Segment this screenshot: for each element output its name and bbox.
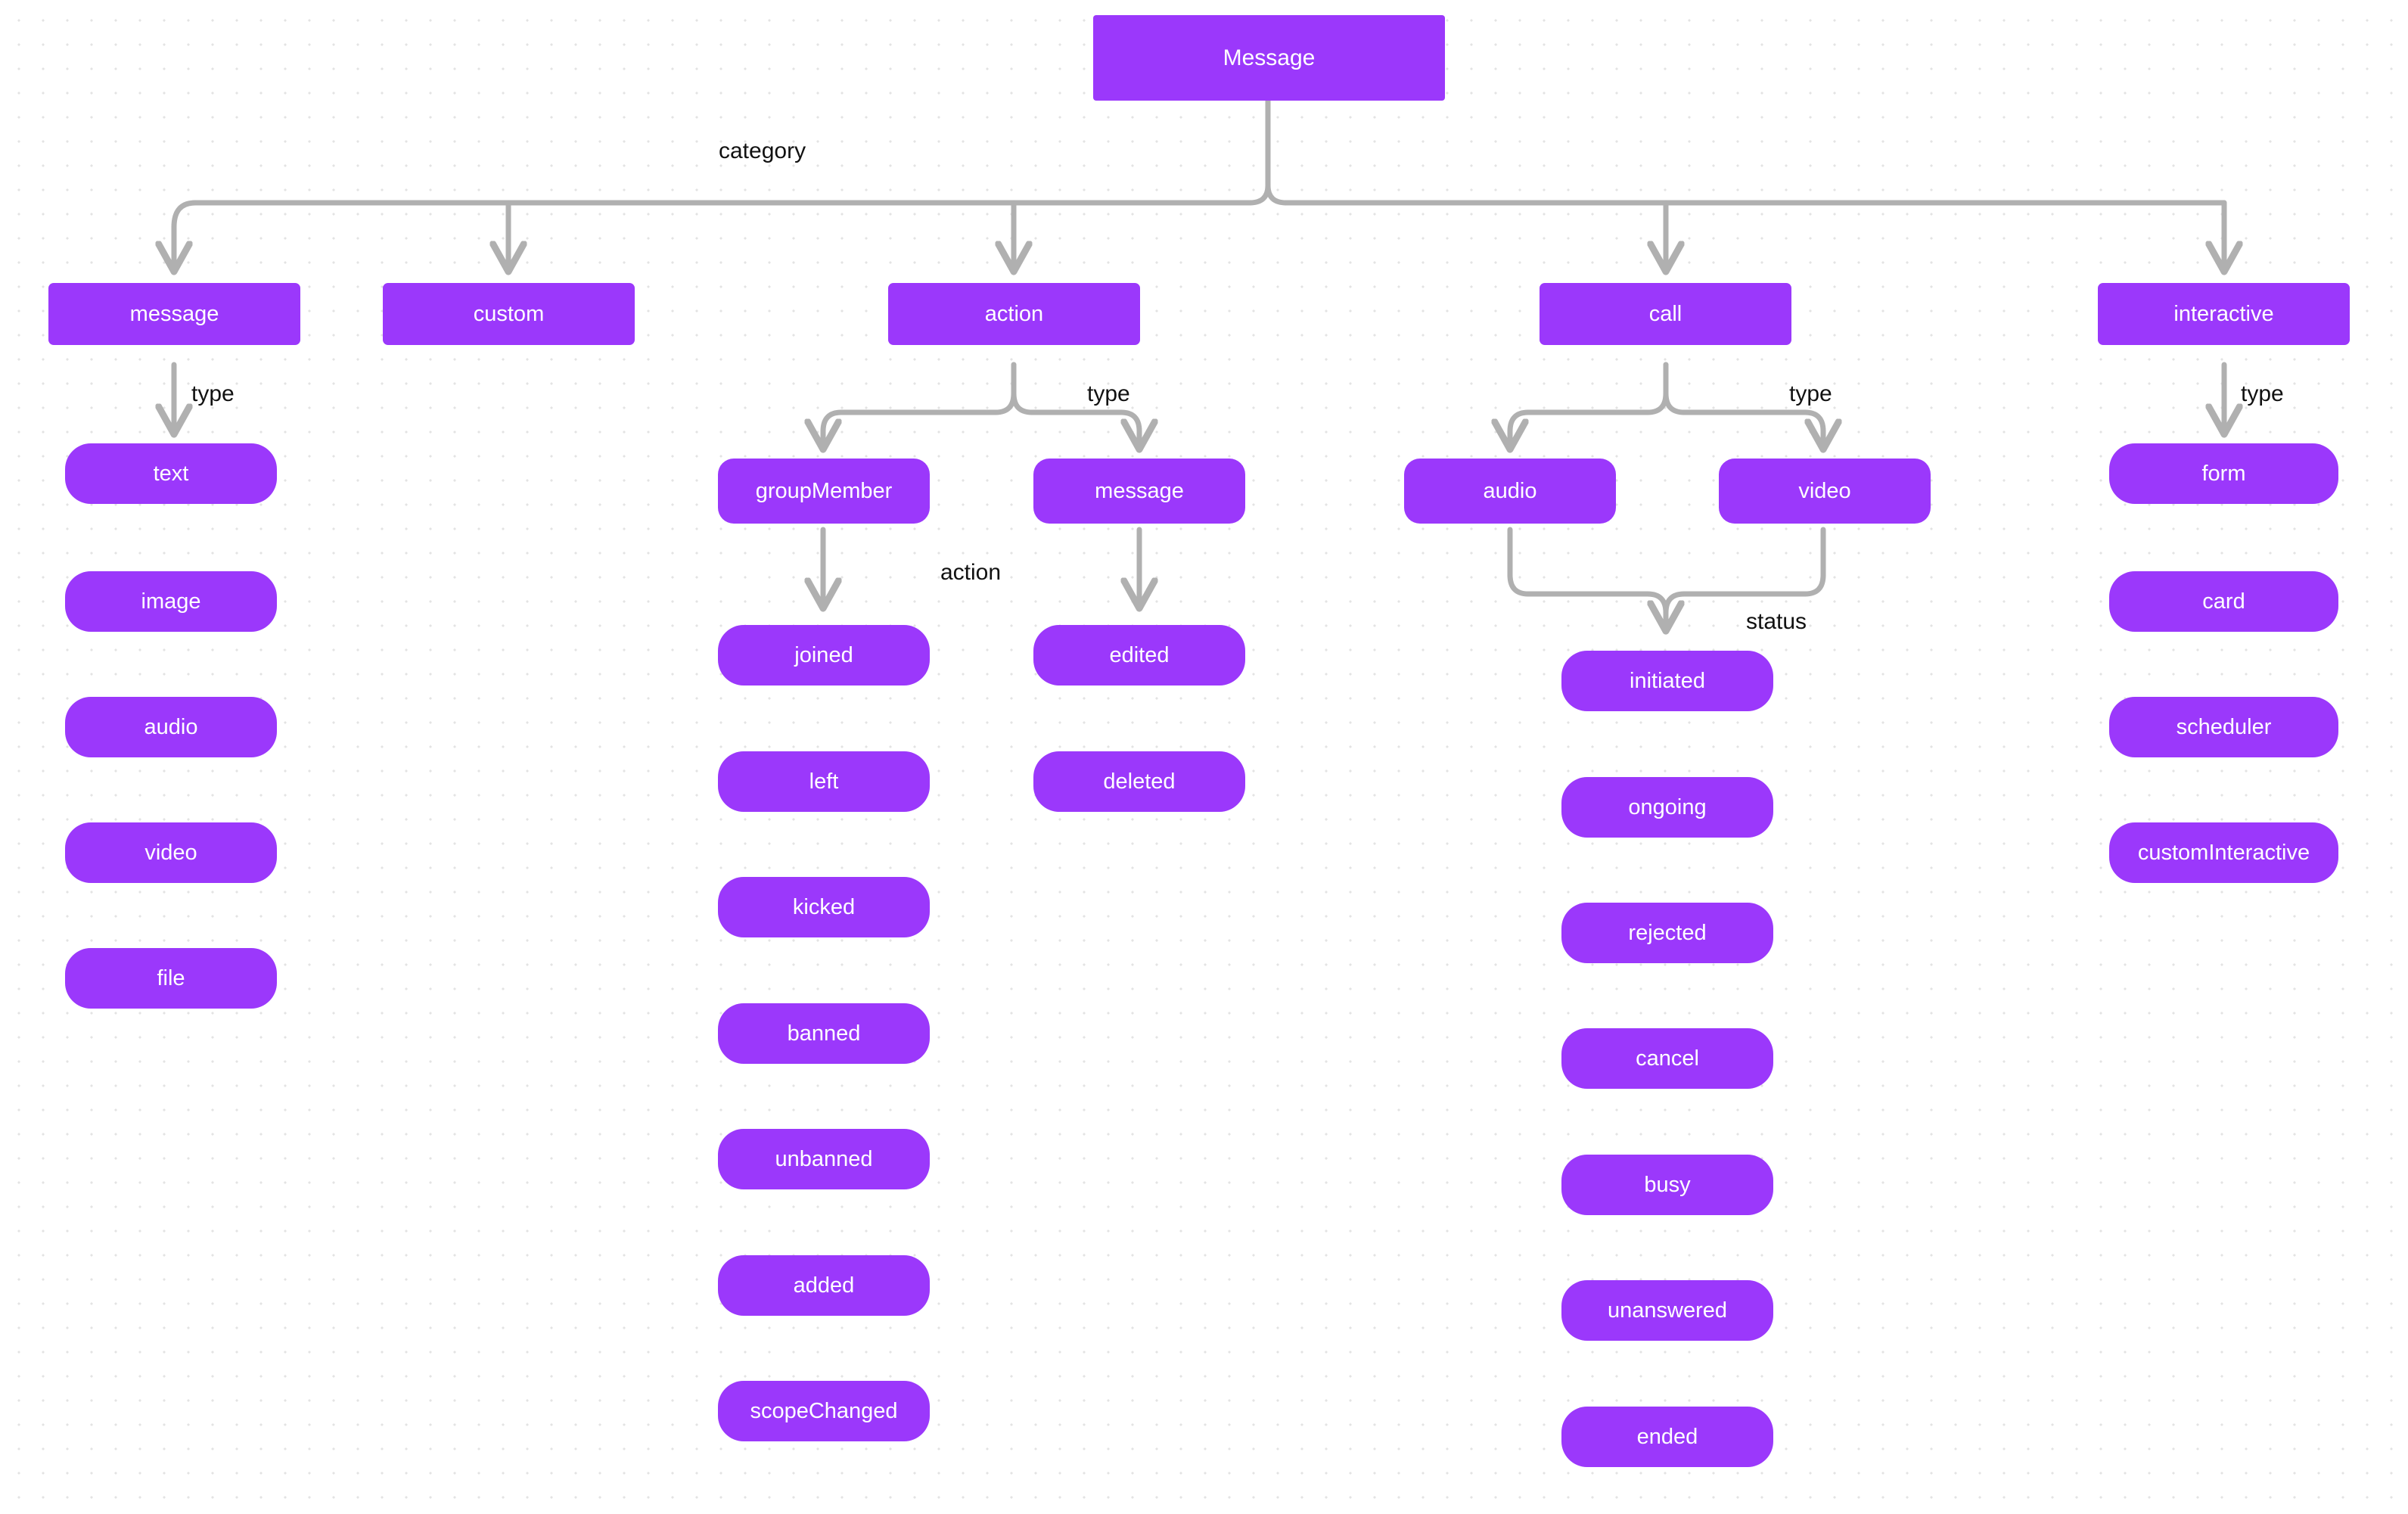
node-label: interactive <box>2173 301 2274 326</box>
node-action-type-groupmember[interactable]: groupMember <box>718 459 930 524</box>
node-label: message <box>129 301 219 326</box>
node-label: form <box>2201 461 2246 486</box>
node-call-status-busy[interactable]: busy <box>1561 1155 1773 1215</box>
node-call-status-rejected[interactable]: rejected <box>1561 903 1773 963</box>
node-label: image <box>141 589 201 614</box>
node-call-status-unanswered[interactable]: unanswered <box>1561 1280 1773 1341</box>
node-label: video <box>144 840 197 865</box>
edge-label-type-call: type <box>1789 381 1832 406</box>
node-label: call <box>1648 301 1682 326</box>
node-label: unbanned <box>775 1146 873 1171</box>
node-label: rejected <box>1628 920 1707 945</box>
node-label: groupMember <box>755 478 893 503</box>
node-label: left <box>809 769 839 794</box>
node-interactive-type-custominteractive[interactable]: customInteractive <box>2109 822 2338 883</box>
node-interactive-type-form[interactable]: form <box>2109 443 2338 504</box>
node-message-type-text[interactable]: text <box>65 443 277 504</box>
node-label: initiated <box>1630 668 1705 693</box>
node-label: scheduler <box>2176 714 2272 739</box>
node-label: audio <box>1483 478 1537 503</box>
node-label: joined <box>794 642 853 667</box>
node-label: action <box>984 301 1044 326</box>
edge-label-status: status <box>1746 609 1807 634</box>
node-label: deleted <box>1103 769 1176 794</box>
node-call-status-initiated[interactable]: initiated <box>1561 651 1773 711</box>
edge-call-audio <box>1510 362 1669 446</box>
node-label: scopeChanged <box>750 1398 898 1423</box>
node-label: ongoing <box>1628 794 1707 819</box>
node-label: banned <box>787 1021 861 1046</box>
node-action-type-message[interactable]: message <box>1033 459 1245 524</box>
edge-root-trunk-right <box>1265 98 1289 206</box>
node-label: card <box>2202 589 2245 614</box>
node-label: cancel <box>1636 1046 1699 1071</box>
node-message-type-video[interactable]: video <box>65 822 277 883</box>
node-message-type-file[interactable]: file <box>65 948 277 1009</box>
node-groupmember-action-left[interactable]: left <box>718 751 930 812</box>
node-message-type-audio[interactable]: audio <box>65 697 277 757</box>
node-message-action-edited[interactable]: edited <box>1033 625 1245 685</box>
node-label: video <box>1798 478 1851 503</box>
edge-label-category: category <box>719 138 806 163</box>
edge-action-groupmember <box>823 362 1017 446</box>
node-label: busy <box>1644 1172 1691 1197</box>
node-label: customInteractive <box>2137 840 2310 865</box>
node-groupmember-action-banned[interactable]: banned <box>718 1003 930 1064</box>
edge-label-type-message: type <box>191 381 235 406</box>
node-groupmember-action-unbanned[interactable]: unbanned <box>718 1129 930 1189</box>
node-label: custom <box>473 301 545 326</box>
node-label: message <box>1095 478 1184 503</box>
node-label: file <box>157 965 185 990</box>
node-call-type-audio[interactable]: audio <box>1404 459 1616 524</box>
node-label: edited <box>1109 642 1170 667</box>
node-groupmember-action-scopechanged[interactable]: scopeChanged <box>718 1381 930 1441</box>
node-label: audio <box>144 714 198 739</box>
node-category-message[interactable]: message <box>48 283 300 345</box>
node-interactive-type-card[interactable]: card <box>2109 571 2338 632</box>
node-label: ended <box>1636 1424 1698 1449</box>
node-interactive-type-scheduler[interactable]: scheduler <box>2109 697 2338 757</box>
node-groupmember-action-joined[interactable]: joined <box>718 625 930 685</box>
node-category-interactive[interactable]: interactive <box>2098 283 2350 345</box>
edge-label-type-action: type <box>1087 381 1130 406</box>
node-label: Message <box>1223 45 1316 70</box>
node-message-type-image[interactable]: image <box>65 571 277 632</box>
node-category-call[interactable]: call <box>1540 283 1791 345</box>
node-label: unanswered <box>1608 1298 1727 1323</box>
node-message-action-deleted[interactable]: deleted <box>1033 751 1245 812</box>
node-label: text <box>153 461 189 486</box>
node-call-status-ongoing[interactable]: ongoing <box>1561 777 1773 838</box>
node-call-type-video[interactable]: video <box>1719 459 1931 524</box>
node-label: kicked <box>792 894 856 919</box>
edge-audio-status <box>1507 527 1666 628</box>
edge-root-trunk-left <box>1247 182 1271 206</box>
node-call-status-cancel[interactable]: cancel <box>1561 1028 1773 1089</box>
node-category-action[interactable]: action <box>888 283 1140 345</box>
node-groupmember-action-kicked[interactable]: kicked <box>718 877 930 937</box>
node-label: added <box>793 1273 855 1298</box>
node-call-status-ended[interactable]: ended <box>1561 1407 1773 1467</box>
edge-label-action: action <box>940 560 1002 585</box>
edge-category-message <box>174 200 198 269</box>
node-groupmember-action-added[interactable]: added <box>718 1255 930 1316</box>
node-message-root[interactable]: Message <box>1093 15 1445 101</box>
edge-label-type-interactive: type <box>2241 381 2284 406</box>
node-category-custom[interactable]: custom <box>383 283 635 345</box>
